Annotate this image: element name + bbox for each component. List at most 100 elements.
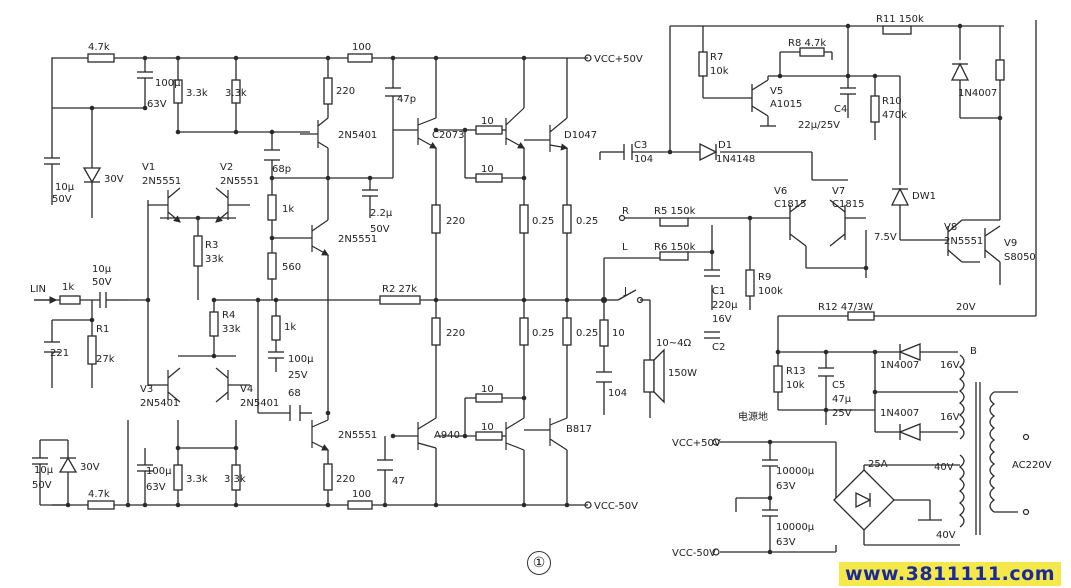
r13-val-label: 10k xyxy=(786,380,805,391)
l-in-label: L xyxy=(622,242,628,253)
vcc-pos-psu-label: VCC+50V xyxy=(672,438,721,449)
c-100u-fb-label: 100μ xyxy=(288,354,314,365)
transformer xyxy=(958,354,1018,535)
r-10-bot2-label: 10 xyxy=(481,422,494,433)
c5-val-label: 47μ xyxy=(832,394,852,405)
r1-label: R1 xyxy=(96,324,109,335)
c-47p-label: 47p xyxy=(397,94,416,105)
q-b817-label: B817 xyxy=(566,424,592,435)
r-in-1k-label: 1k xyxy=(62,282,74,293)
r-220-bot-label: 220 xyxy=(336,474,355,485)
c5-v-label: 25V xyxy=(832,408,852,419)
vcc-neg-psu-label: VCC-50V xyxy=(672,548,716,559)
c5-label: C5 xyxy=(832,380,845,391)
c-10u-bot-label: 10μ xyxy=(34,465,54,476)
v7-label: V7 xyxy=(832,186,845,197)
q-d1047-label: D1047 xyxy=(564,130,597,141)
r9-label: R9 xyxy=(758,272,771,283)
q-a940-label: A940 xyxy=(434,430,460,441)
r-10-mid-label: 10 xyxy=(481,164,494,175)
v1-label: V1 xyxy=(142,162,155,173)
q-2n5551-vbe-label: 2N5551 xyxy=(338,234,377,245)
r-220-mid2-label: 220 xyxy=(446,328,465,339)
v9-label: V9 xyxy=(1004,238,1017,249)
v8-type-label: 2N5551 xyxy=(944,236,983,247)
r2-label: R2 27k xyxy=(382,284,417,295)
c-100u-bot-label: 100μ xyxy=(146,466,172,477)
r-025-3-label: 0.25 xyxy=(532,328,554,339)
c-psu2-v-label: 63V xyxy=(776,537,796,548)
sec-40v-2-label: 40V xyxy=(936,530,956,541)
c-10u-in-v-label: 50V xyxy=(92,277,112,288)
resistor-bodies xyxy=(59,25,1005,510)
q-2n5401-label: 2N5401 xyxy=(338,130,377,141)
r3-label: R3 xyxy=(205,240,218,251)
c-psu1-label: 10000μ xyxy=(776,466,815,477)
v2-type-label: 2N5551 xyxy=(220,176,259,187)
c-10u-bot-v-label: 50V xyxy=(32,480,52,491)
r7-label: R7 xyxy=(710,52,723,63)
bridge-label: 25A xyxy=(868,459,888,470)
r-100-bot-label: 100 xyxy=(352,489,371,500)
speaker-imp-label: 10~4Ω xyxy=(656,338,691,349)
rail-7v5-label: 7.5V xyxy=(874,232,897,243)
r4-label: R4 xyxy=(222,310,235,321)
c-10u-top-v-label: 50V xyxy=(52,194,72,205)
vcc-pos-label: VCC+50V xyxy=(594,54,643,65)
figure-number: ① xyxy=(527,551,551,575)
r4-val-label: 33k xyxy=(222,324,241,335)
r-33k-2-label: 3.3k xyxy=(225,88,247,99)
c1-label: C1 xyxy=(712,286,725,297)
d1-label: D1 xyxy=(718,140,732,151)
relay-j-label: J xyxy=(623,286,627,297)
c1-v-label: 16V xyxy=(712,314,732,325)
r-100-top-label: 100 xyxy=(352,42,371,53)
r12-label: R12 47/3W xyxy=(818,302,873,313)
v9-type-label: S8050 xyxy=(1004,252,1036,263)
c-100u-top-v-label: 63V xyxy=(147,99,167,110)
r-560-label: 560 xyxy=(282,262,301,273)
v4-type-label: 2N5401 xyxy=(240,398,279,409)
r13-label: R13 xyxy=(786,366,806,377)
r-025-4-label: 0.25 xyxy=(576,328,598,339)
r8-label: R8 4.7k xyxy=(788,38,826,49)
d-1n4007-a-label: 1N4007 xyxy=(880,360,919,371)
c-100u-top-label: 100μ xyxy=(155,78,181,89)
rail-20v-label: 20V xyxy=(956,302,976,313)
c2-label: C2 xyxy=(712,342,725,353)
c-psu2-label: 10000μ xyxy=(776,522,815,533)
sec-16v-2-label: 16V xyxy=(940,412,960,423)
r5-label: R5 150k xyxy=(654,206,696,217)
labels: VCC+50V VCC-50V 4.7k 4.7k 100μ 63V 3.3k … xyxy=(30,14,1052,559)
r-10-top-label: 10 xyxy=(481,116,494,127)
r3-val-label: 33k xyxy=(205,254,224,265)
v8-label: V8 xyxy=(944,222,957,233)
r9-val-label: 100k xyxy=(758,286,783,297)
r-1k-vbe-label: 1k xyxy=(282,204,294,215)
c-100u-fb-v-label: 25V xyxy=(288,370,308,381)
r10-label: R10 xyxy=(882,96,902,107)
r-1k-fb-label: 1k xyxy=(284,322,296,333)
q-2n5551-vas-label: 2N5551 xyxy=(338,430,377,441)
v3-type-label: 2N5401 xyxy=(140,398,179,409)
sec-40v-1-label: 40V xyxy=(934,462,954,473)
d-1n4007-top-label: 1N4007 xyxy=(958,88,997,99)
r7-val-label: 10k xyxy=(710,66,729,77)
speaker-and-relay xyxy=(600,257,665,404)
v6-type-label: C1815 xyxy=(774,199,806,210)
r10-val-label: 470k xyxy=(882,110,907,121)
c-68p-label: 68p xyxy=(272,164,291,175)
r-top-47k-label: 4.7k xyxy=(88,42,110,53)
v5-type-label: A1015 xyxy=(770,99,802,110)
ground-label: 电源地 xyxy=(738,410,768,423)
c4-val-label: 22μ/25V xyxy=(798,120,840,131)
c-22u-label: 2.2μ xyxy=(370,208,393,219)
diodes-right xyxy=(623,62,970,441)
r-10-zobel-label: 10 xyxy=(612,328,625,339)
c-10u-in-label: 10μ xyxy=(92,264,112,275)
sec-16v-1-label: 16V xyxy=(940,360,960,371)
c-104-zobel-label: 104 xyxy=(608,388,627,399)
c1-val-label: 220μ xyxy=(712,300,738,311)
c3-val-label: 104 xyxy=(634,154,653,165)
